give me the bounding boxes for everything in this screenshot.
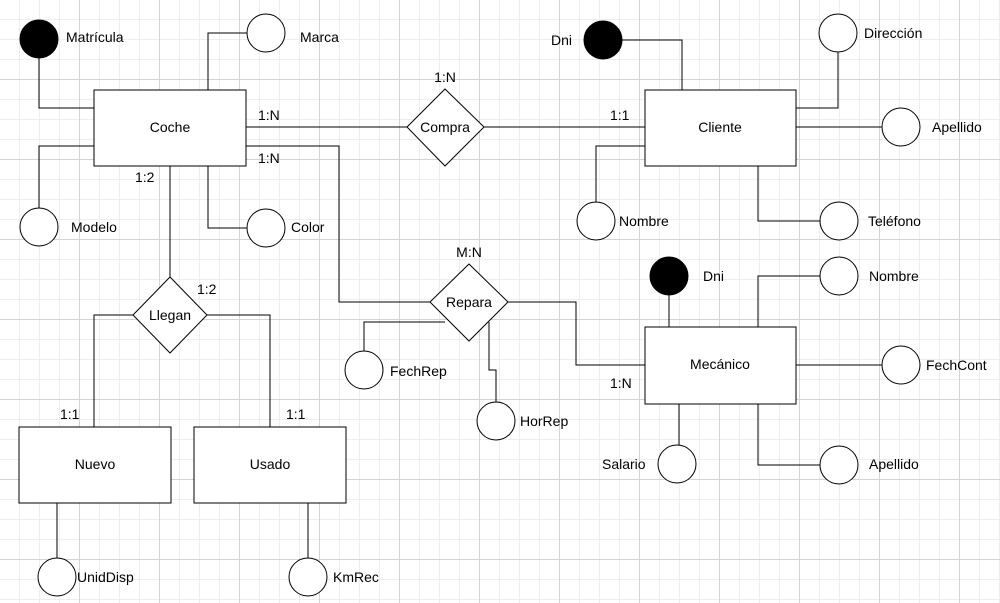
attribute-dni-mecanico-label: Dni: [703, 268, 724, 284]
entity-usado-label: Usado: [250, 456, 291, 472]
attribute-matricula-key-circle[interactable]: [19, 19, 59, 59]
attribute-nombre-mecanico-circle[interactable]: [819, 256, 859, 296]
attribute-dni-cliente-label: Dni: [551, 32, 572, 48]
cardinality-coche-llegan: 1:2: [135, 169, 155, 185]
line-repara-fechrep: [363, 321, 445, 351]
relationship-repara[interactable]: Repara: [429, 263, 509, 342]
attribute-fechrep-label: FechRep: [390, 363, 447, 379]
line-repara-mecanico: [508, 301, 645, 366]
relationship-compra[interactable]: Compra: [406, 88, 485, 167]
attribute-apellido-cliente-label: Apellido: [932, 119, 982, 135]
connector-lines: [38, 32, 882, 560]
entity-cliente-label: Cliente: [698, 119, 742, 135]
relationship-llegan[interactable]: Llegan: [132, 276, 208, 354]
attribute-dni-cliente-key-circle[interactable]: [583, 20, 623, 60]
cardinality-compra: 1:N: [434, 69, 456, 85]
entity-mecanico[interactable]: Mecánico: [644, 326, 797, 405]
attribute-horrep-label: HorRep: [520, 413, 568, 429]
line-mecanico-nombre: [757, 275, 820, 327]
entity-mecanico-label: Mecánico: [690, 356, 750, 372]
cardinality-nuevo-llegan: 1:1: [60, 406, 80, 422]
attribute-apellido-mecanico-label: Apellido: [869, 456, 919, 472]
attribute-nombre-cliente-label: Nombre: [619, 213, 669, 229]
line-repara-horrep: [488, 322, 497, 402]
attribute-horrep-circle[interactable]: [476, 401, 516, 441]
relationship-compra-label: Compra: [420, 119, 470, 135]
attribute-nombre-cliente-circle[interactable]: [576, 201, 616, 241]
attribute-fechcont-circle[interactable]: [881, 345, 921, 385]
cardinality-llegan: 1:2: [197, 281, 217, 297]
line-coche-marca: [207, 32, 247, 90]
attribute-dni-mecanico-key-circle[interactable]: [649, 256, 689, 296]
line-cliente-nombre: [595, 145, 645, 202]
attribute-kmrec-circle[interactable]: [288, 557, 328, 597]
line-llegan-usado: [207, 314, 271, 427]
entity-usado[interactable]: Usado: [193, 426, 347, 504]
line-llegan-nuevo: [93, 314, 133, 427]
line-mecanico-apellido: [757, 404, 820, 466]
attribute-fechrep-circle[interactable]: [344, 350, 384, 390]
entity-nuevo-label: Nuevo: [75, 456, 116, 472]
line-cliente-dni: [622, 39, 683, 90]
attribute-matricula-label: Matrícula: [66, 29, 124, 45]
attribute-color-circle[interactable]: [246, 208, 286, 248]
cardinality-usado-llegan: 1:1: [286, 406, 306, 422]
attribute-kmrec-label: KmRec: [333, 569, 379, 585]
entity-cliente[interactable]: Cliente: [644, 89, 797, 167]
line-coche-repara: [246, 145, 430, 303]
attribute-marca-label: Marca: [300, 29, 339, 45]
attribute-telefono-circle[interactable]: [819, 201, 859, 241]
line-coche-color: [207, 166, 247, 229]
attribute-direccion-circle[interactable]: [818, 13, 858, 53]
attribute-uniddisp-circle[interactable]: [37, 557, 77, 597]
attribute-marca-circle[interactable]: [246, 13, 286, 53]
attribute-color-label: Color: [291, 219, 325, 235]
attribute-telefono-label: Teléfono: [868, 213, 921, 229]
relationship-llegan-label: Llegan: [149, 307, 191, 323]
cardinality-coche-repara: 1:N: [258, 150, 280, 166]
attribute-direccion-label: Dirección: [864, 25, 922, 41]
entity-coche-label: Coche: [150, 119, 191, 135]
cardinality-mecanico-repara: 1:N: [610, 375, 632, 391]
line-cliente-telefono: [757, 166, 820, 222]
attribute-nombre-mecanico-label: Nombre: [869, 268, 919, 284]
attribute-salario-label: Salario: [602, 456, 646, 472]
cardinality-repara: M:N: [456, 244, 482, 260]
attribute-apellido-mecanico-circle[interactable]: [819, 445, 859, 485]
attribute-salario-circle[interactable]: [657, 444, 697, 484]
entity-coche[interactable]: Coche: [93, 89, 247, 167]
entity-nuevo[interactable]: Nuevo: [18, 426, 172, 504]
cardinality-coche-compra: 1:N: [258, 107, 280, 123]
attribute-modelo-label: Modelo: [71, 219, 117, 235]
attribute-modelo-circle[interactable]: [19, 207, 59, 247]
attribute-fechcont-label: FechCont: [926, 357, 987, 373]
line-cliente-direccion: [796, 52, 839, 109]
attribute-uniddisp-label: UnidDisp: [77, 569, 134, 585]
line-coche-modelo: [38, 145, 94, 208]
relationship-repara-label: Repara: [446, 294, 492, 310]
line-coche-matricula: [38, 58, 94, 109]
cardinality-cliente-compra: 1:1: [610, 107, 630, 123]
attribute-apellido-cliente-circle[interactable]: [881, 107, 921, 147]
